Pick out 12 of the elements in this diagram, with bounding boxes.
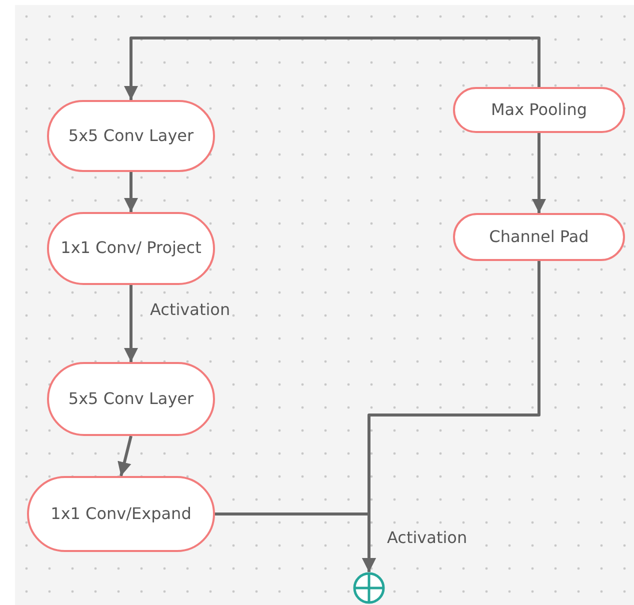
process-pill: Max Pooling — [453, 87, 625, 133]
arrow — [124, 285, 138, 362]
arrow — [118, 436, 132, 476]
process-pill: 1x1 Conv/Expand — [27, 476, 215, 552]
arrow — [532, 133, 546, 213]
arrow — [215, 512, 376, 572]
process-pill: 5x5 Conv Layer — [47, 362, 215, 436]
process-pill: 5x5 Conv Layer — [47, 100, 215, 172]
process-pill: Channel Pad — [453, 213, 625, 261]
process-pill: 1x1 Conv/ Project — [47, 212, 215, 285]
arrow — [124, 36, 540, 100]
arrow — [124, 172, 138, 212]
